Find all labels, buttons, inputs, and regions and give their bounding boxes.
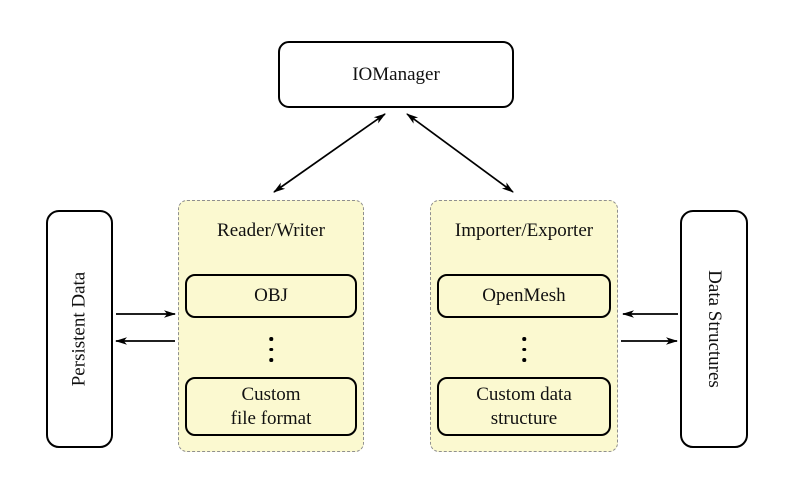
data-structures-label: Data Structures [704,270,725,388]
arrow-iomanager-readerwriter [273,113,386,193]
obj-label-line1: OBJ [254,285,288,307]
iomanager-box: IOManager [278,41,514,108]
importer-exporter-title: Importer/Exporter [454,220,594,241]
arrow-iomanager-importerexporter [406,113,514,193]
openmesh-box: OpenMesh [437,274,611,318]
persistent-data-label: Persistent Data [68,271,90,387]
reader-writer-title: Reader/Writer [217,220,325,241]
custom-data-structure-line1: Custom data [476,384,572,406]
openmesh-label-line1: OpenMesh [482,285,566,307]
custom-data-structure-box: Custom data structure [437,377,611,436]
importer-exporter-group: Importer/Exporter OpenMesh Custom data s… [430,200,618,452]
iomanager-label: IOManager [352,63,440,85]
persistent-data-box: Persistent Data [46,210,113,448]
reader-writer-group: Reader/Writer OBJ Custom file format [178,200,364,452]
custom-file-format-line2: file format [230,407,312,429]
vertical-ellipsis-icon [522,337,526,362]
custom-file-format-box: Custom file format [185,377,357,436]
vertical-ellipsis-icon [269,337,273,362]
obj-box: OBJ [185,274,357,318]
custom-data-structure-line2: structure [490,407,558,429]
data-structures-box: Data Structures [680,210,748,448]
custom-file-format-line1: Custom [241,384,301,406]
